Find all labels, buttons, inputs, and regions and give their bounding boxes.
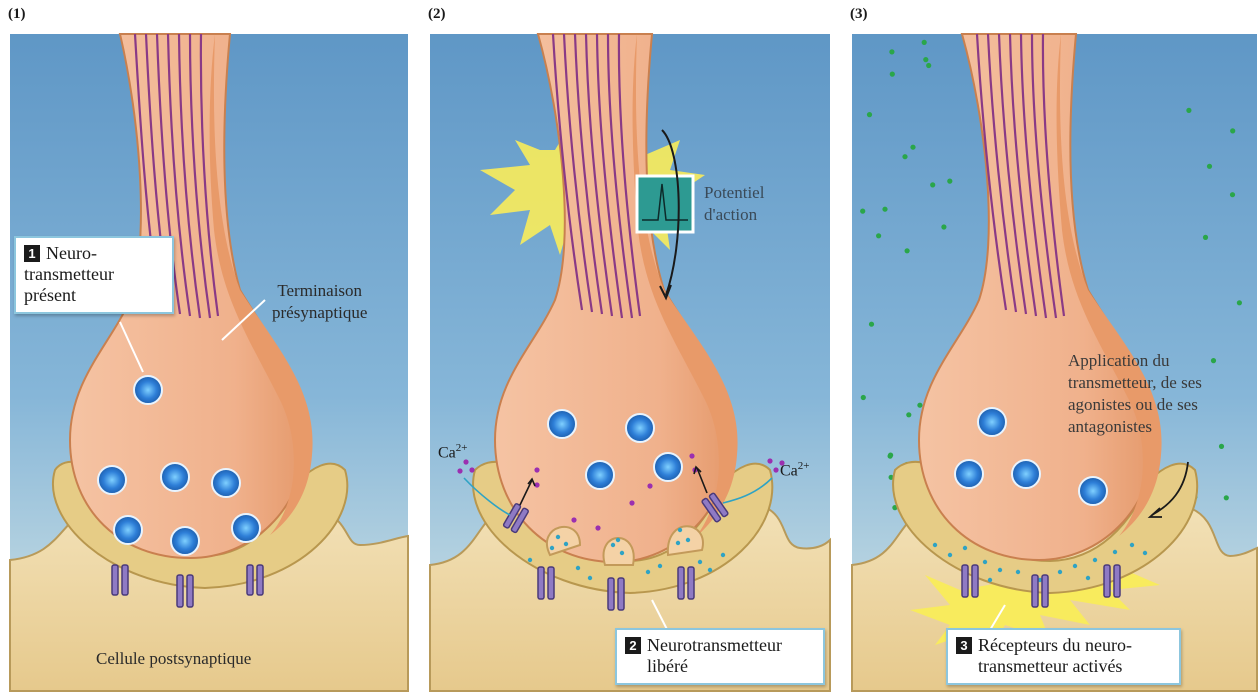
callout-2-line-2: libéré (647, 656, 688, 676)
postsynaptic-label: Cellule postsynaptique (96, 648, 251, 670)
terminal-label-line-2: présynaptique (272, 303, 367, 322)
transmitter-dot (869, 322, 874, 327)
panel-2-illustration (420, 0, 840, 693)
callout-1-line-2: transmetteur (24, 264, 114, 284)
transmitter-dot (1230, 128, 1235, 133)
transmitter-dot (1230, 192, 1235, 197)
calcium-label-right: Ca2+ (780, 460, 810, 480)
transmitter-dot (902, 154, 907, 159)
application-line-4: antagonistes (1068, 417, 1152, 436)
callout-3-number: 3 (956, 637, 972, 654)
transmitter-dot (1207, 164, 1212, 169)
panel-3: (3) (840, 0, 1260, 693)
application-line-2: transmetteur, de ses (1068, 373, 1202, 392)
panel-1: (1) (0, 0, 420, 693)
transmitter-dot (947, 179, 952, 184)
terminal-label: Terminaison présynaptique (272, 280, 367, 324)
transmitter-dot (1224, 495, 1229, 500)
panel-2-callout: 2 Neurotransmetteur libéré (615, 628, 825, 685)
callout-1-number: 1 (24, 245, 40, 262)
application-line-3: agonistes ou de ses (1068, 395, 1198, 414)
callout-2-line-1: Neurotransmetteur (647, 635, 782, 655)
transmitter-dot (1186, 108, 1191, 113)
calcium-left-symbol: Ca (438, 444, 456, 461)
panel-1-illustration (0, 0, 420, 693)
terminal-label-line-1: Terminaison (277, 281, 362, 300)
calcium-right-symbol: Ca (780, 462, 798, 479)
action-potential-line-1: Potentiel (704, 183, 764, 202)
transmitter-dot (1237, 300, 1242, 305)
calcium-label-left: Ca2+ (438, 442, 468, 462)
transmitter-dot (867, 112, 872, 117)
transmitter-dot (930, 182, 935, 187)
callout-2-number: 2 (625, 637, 641, 654)
transmitter-dot (889, 49, 894, 54)
action-potential-graph (637, 176, 693, 232)
callout-3-line-2: transmetteur activés (978, 656, 1122, 676)
application-label: Application du transmetteur, de ses agon… (1068, 350, 1202, 438)
callout-1-line-3: présent (24, 285, 76, 305)
transmitter-dot (905, 248, 910, 253)
action-potential-line-2: d'action (704, 205, 757, 224)
transmitter-dot (941, 224, 946, 229)
transmitter-dot (1219, 444, 1224, 449)
transmitter-dot (922, 40, 927, 45)
transmitter-dot (906, 412, 911, 417)
transmitter-dot (861, 395, 866, 400)
callout-3-line-1: Récepteurs du neuro- (978, 635, 1132, 655)
transmitter-dot (890, 72, 895, 77)
transmitter-dot (923, 57, 928, 62)
transmitter-dot (1211, 358, 1216, 363)
transmitter-dot (888, 454, 893, 459)
calcium-left-charge: 2+ (456, 442, 468, 454)
panel-1-callout: 1 Neuro- transmetteur présent (14, 236, 174, 314)
transmitter-dot (926, 63, 931, 68)
application-line-1: Application du (1068, 351, 1170, 370)
transmitter-dot (1203, 235, 1208, 240)
transmitter-dot (876, 233, 881, 238)
calcium-right-charge: 2+ (798, 460, 810, 472)
transmitter-dot (860, 209, 865, 214)
panel-2: (2) (420, 0, 840, 693)
action-potential-label: Potentiel d'action (704, 182, 764, 226)
panel-3-illustration (840, 0, 1260, 693)
panel-3-callout: 3 Récepteurs du neuro- transmetteur activ… (946, 628, 1181, 685)
transmitter-dot (910, 145, 915, 150)
transmitter-dot (917, 403, 922, 408)
callout-1-line-1: Neuro- (46, 243, 97, 263)
transmitter-dot (882, 207, 887, 212)
